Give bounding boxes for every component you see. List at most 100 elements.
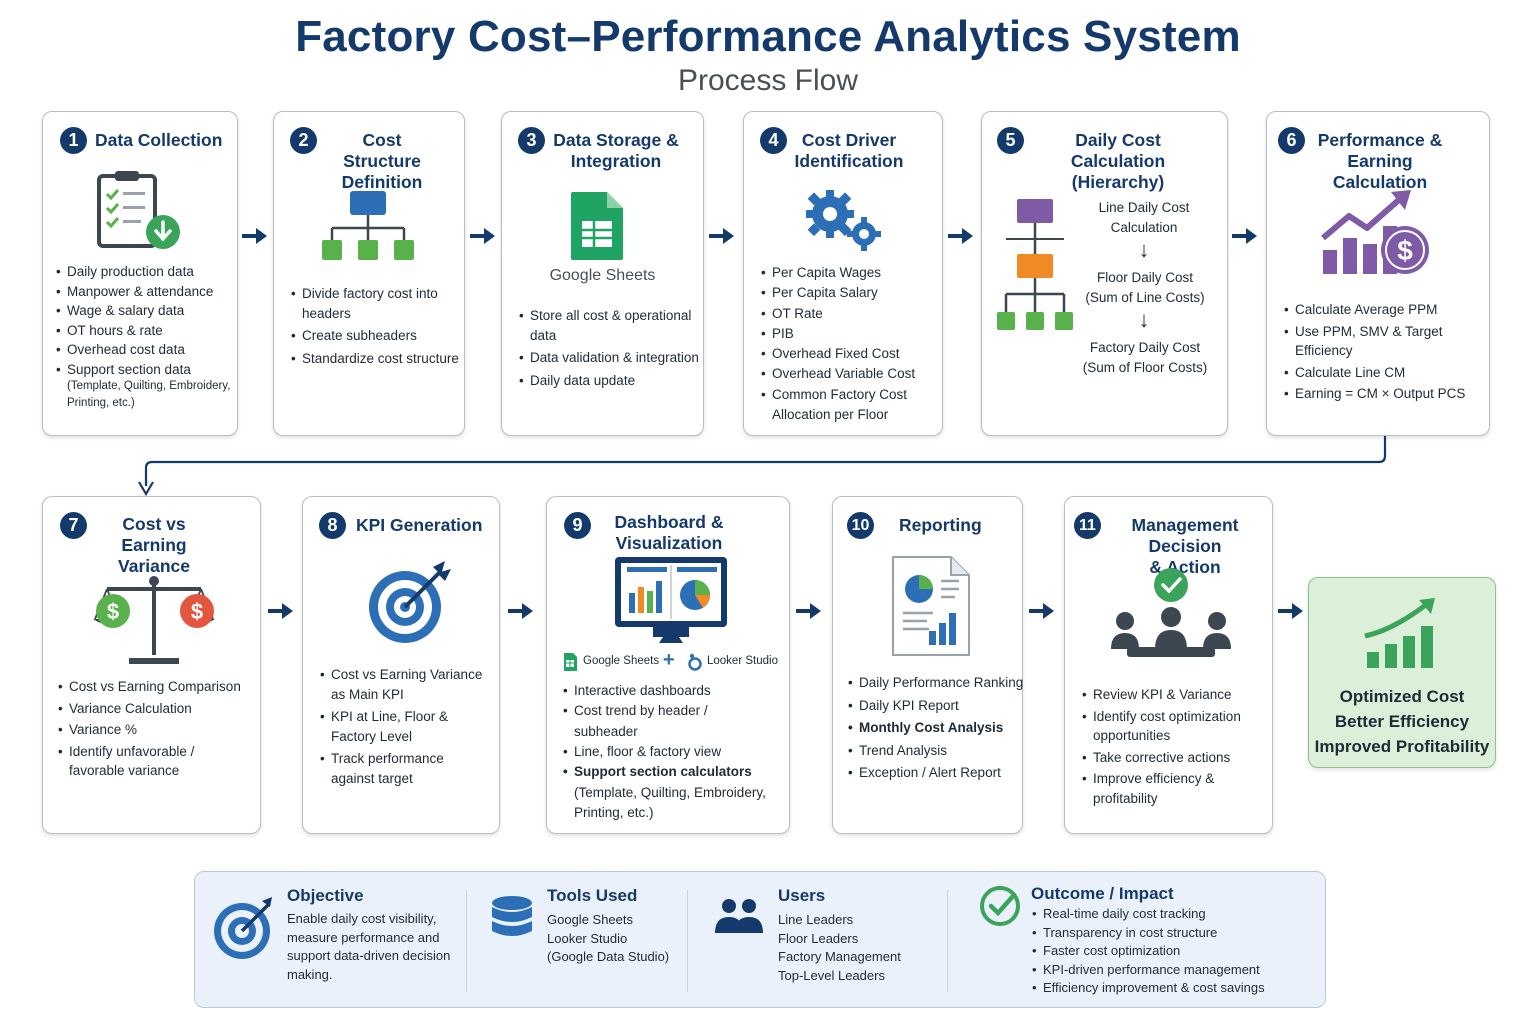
hierarchy-icon xyxy=(322,191,414,260)
step-title: Dashboard & Visualization xyxy=(607,512,731,554)
step-title-line: Management Decision xyxy=(1131,515,1239,556)
step-bullet-list: Cost vs Earning Variance as Main KPI KPI… xyxy=(320,665,500,788)
step-title-line: Variance xyxy=(118,556,190,576)
user-item: Top-Level Leaders xyxy=(778,967,885,983)
list-item: Common Factory Cost Allocation per Floor xyxy=(761,385,941,426)
list-item: Manpower & attendance xyxy=(56,282,236,302)
flow-arrow xyxy=(796,603,821,619)
step-title-line: Data Storage & xyxy=(553,130,679,150)
list-item: Per Capita Salary xyxy=(761,283,941,304)
step-title-line: Definition xyxy=(341,172,423,192)
step-card-performance-earning: 6 Performance & Earning Calculation $ Ca… xyxy=(1266,111,1490,436)
users-list: Line Leaders Floor Leaders Factory Manag… xyxy=(778,911,938,985)
step-bullet-list: Divide factory cost into headers Create … xyxy=(291,284,461,368)
list-item: Support section data xyxy=(56,360,236,380)
outcome-text: Optimized Cost Better Efficiency Improve… xyxy=(1309,684,1495,759)
list-item: Faster cost optimization xyxy=(1032,942,1312,961)
users-icon xyxy=(715,899,763,933)
list-item: Real-time daily cost tracking xyxy=(1032,905,1312,924)
list-item: Calculate Average PPM xyxy=(1284,300,1484,320)
page-title: Factory Cost–Performance Analytics Syste… xyxy=(295,12,1241,61)
list-item: Store all cost & operational data xyxy=(519,306,699,345)
step-number-badge: 1 xyxy=(60,127,87,154)
step-title: Cost vs Earning Variance xyxy=(91,514,217,577)
step-card-data-storage: 3 Data Storage & Integration Google Shee… xyxy=(501,111,704,436)
google-sheets-icon xyxy=(564,653,577,671)
list-item: Identify cost optimization opportunities xyxy=(1082,707,1268,746)
step-title: Cost Structure Definition xyxy=(322,130,442,193)
step-title-line: Cost Structure xyxy=(343,130,421,171)
step-title-line: Daily Cost Calculation xyxy=(1070,130,1166,171)
list-item: PIB xyxy=(761,324,941,345)
step-card-kpi-generation: 8 KPI Generation Cost vs Earning Varianc… xyxy=(302,496,500,834)
list-item: Cost trend by header / subheader xyxy=(563,701,734,742)
list-item: Identify unfavorable / favorable varianc… xyxy=(58,742,229,781)
step-card-dashboard: 9 Dashboard & Visualization Google Sheet… xyxy=(546,496,790,834)
step-number-badge: 11 xyxy=(1074,512,1101,539)
tool-item: Looker Studio xyxy=(547,930,628,946)
divider xyxy=(687,890,688,992)
tool-item: Google Sheets xyxy=(547,912,634,927)
step-title: Performance & Earning Calculation xyxy=(1305,130,1455,193)
flow-arrow xyxy=(709,228,734,244)
svg-text:$: $ xyxy=(191,599,203,624)
target-icon xyxy=(369,561,451,643)
looker-studio-icon xyxy=(688,653,702,671)
list-item: Daily data update xyxy=(519,371,699,391)
step-number-badge: 2 xyxy=(290,127,317,154)
step-title-line: Cost Driver xyxy=(801,130,897,150)
list-item: Review KPI & Variance xyxy=(1082,685,1268,705)
step-card-cost-driver: 4 Cost Driver Identification Per Capita … xyxy=(743,111,943,436)
clipboard-download-icon xyxy=(97,171,180,249)
step-card-daily-cost: 5 Daily Cost Calculation (Hierarchy) Lin… xyxy=(981,111,1228,436)
flow-arrow xyxy=(508,603,533,619)
hierarchy-down-arrow: ↓ xyxy=(1138,307,1150,332)
step-title-line: Performance & xyxy=(1317,130,1443,150)
list-item: Trend Analysis xyxy=(848,740,1028,763)
flow-arrow xyxy=(268,603,293,619)
row-connector-arrow xyxy=(138,436,1387,497)
tool-looker-studio: Looker Studio xyxy=(707,655,778,667)
bullet-note: (Template, Quilting, Embroidery, Printin… xyxy=(67,380,231,409)
impact-list: Real-time daily cost tracking Transparen… xyxy=(1032,905,1312,998)
step-card-data-collection: 1 Data Collection Daily production data … xyxy=(42,111,238,436)
meeting-check-icon xyxy=(1111,568,1231,657)
list-item: Per Capita Wages xyxy=(761,263,941,284)
growth-chart-icon xyxy=(1364,598,1435,668)
flow-arrow xyxy=(242,228,267,244)
list-item: Exception / Alert Report xyxy=(848,762,1028,785)
list-item: Standardize cost structure xyxy=(291,349,461,369)
list-item: Data validation & integration xyxy=(519,348,699,368)
flow-arrow xyxy=(948,228,973,244)
list-item: Transparency in cost structure xyxy=(1032,924,1312,943)
list-item: Efficiency improvement & cost savings xyxy=(1032,979,1312,998)
step-title-line: Cost vs Earning xyxy=(121,514,187,555)
step-bullet-list: Calculate Average PPM Use PPM, SMV & Tar… xyxy=(1284,300,1484,404)
hierarchy-level-floor: Floor Daily Cost (Sum of Line Costs) xyxy=(1085,270,1205,305)
tool-google-sheets: Google Sheets xyxy=(583,655,660,667)
list-item: Wage & salary data xyxy=(56,301,236,321)
step-title: Cost Driver Identification xyxy=(794,130,904,172)
gears-icon xyxy=(806,190,881,251)
step-card-reporting: 10 Reporting Daily Performance Ranking D… xyxy=(832,496,1023,834)
target-icon xyxy=(214,897,272,959)
objective-title: Objective xyxy=(287,886,364,905)
list-item: Variance % xyxy=(58,720,258,740)
step-bullet-list: Per Capita Wages Per Capita Salary OT Ra… xyxy=(761,263,941,425)
divider xyxy=(947,890,948,992)
list-item: Calculate Line CM xyxy=(1284,363,1484,383)
step-number-badge: 3 xyxy=(518,127,545,154)
svg-text:$: $ xyxy=(107,599,119,624)
svg-text:$: $ xyxy=(1397,235,1413,266)
impact-title: Outcome / Impact xyxy=(1031,884,1174,903)
list-item: Improve efficiency & profitability xyxy=(1082,769,1243,808)
google-sheets-caption: Google Sheets xyxy=(549,267,656,284)
step-title-line: Earning Calculation xyxy=(1332,151,1428,192)
step-title-line: (Hierarchy) xyxy=(1071,172,1165,192)
step-number-badge: 7 xyxy=(60,512,87,539)
step-number-badge: 9 xyxy=(564,512,591,539)
step-title-line: Integration xyxy=(570,151,662,171)
tool-item: (Google Data Studio) xyxy=(547,949,670,964)
hierarchy-down-arrow: ↓ xyxy=(1138,237,1150,262)
step-bullet-list: Daily production data Manpower & attenda… xyxy=(56,262,236,379)
